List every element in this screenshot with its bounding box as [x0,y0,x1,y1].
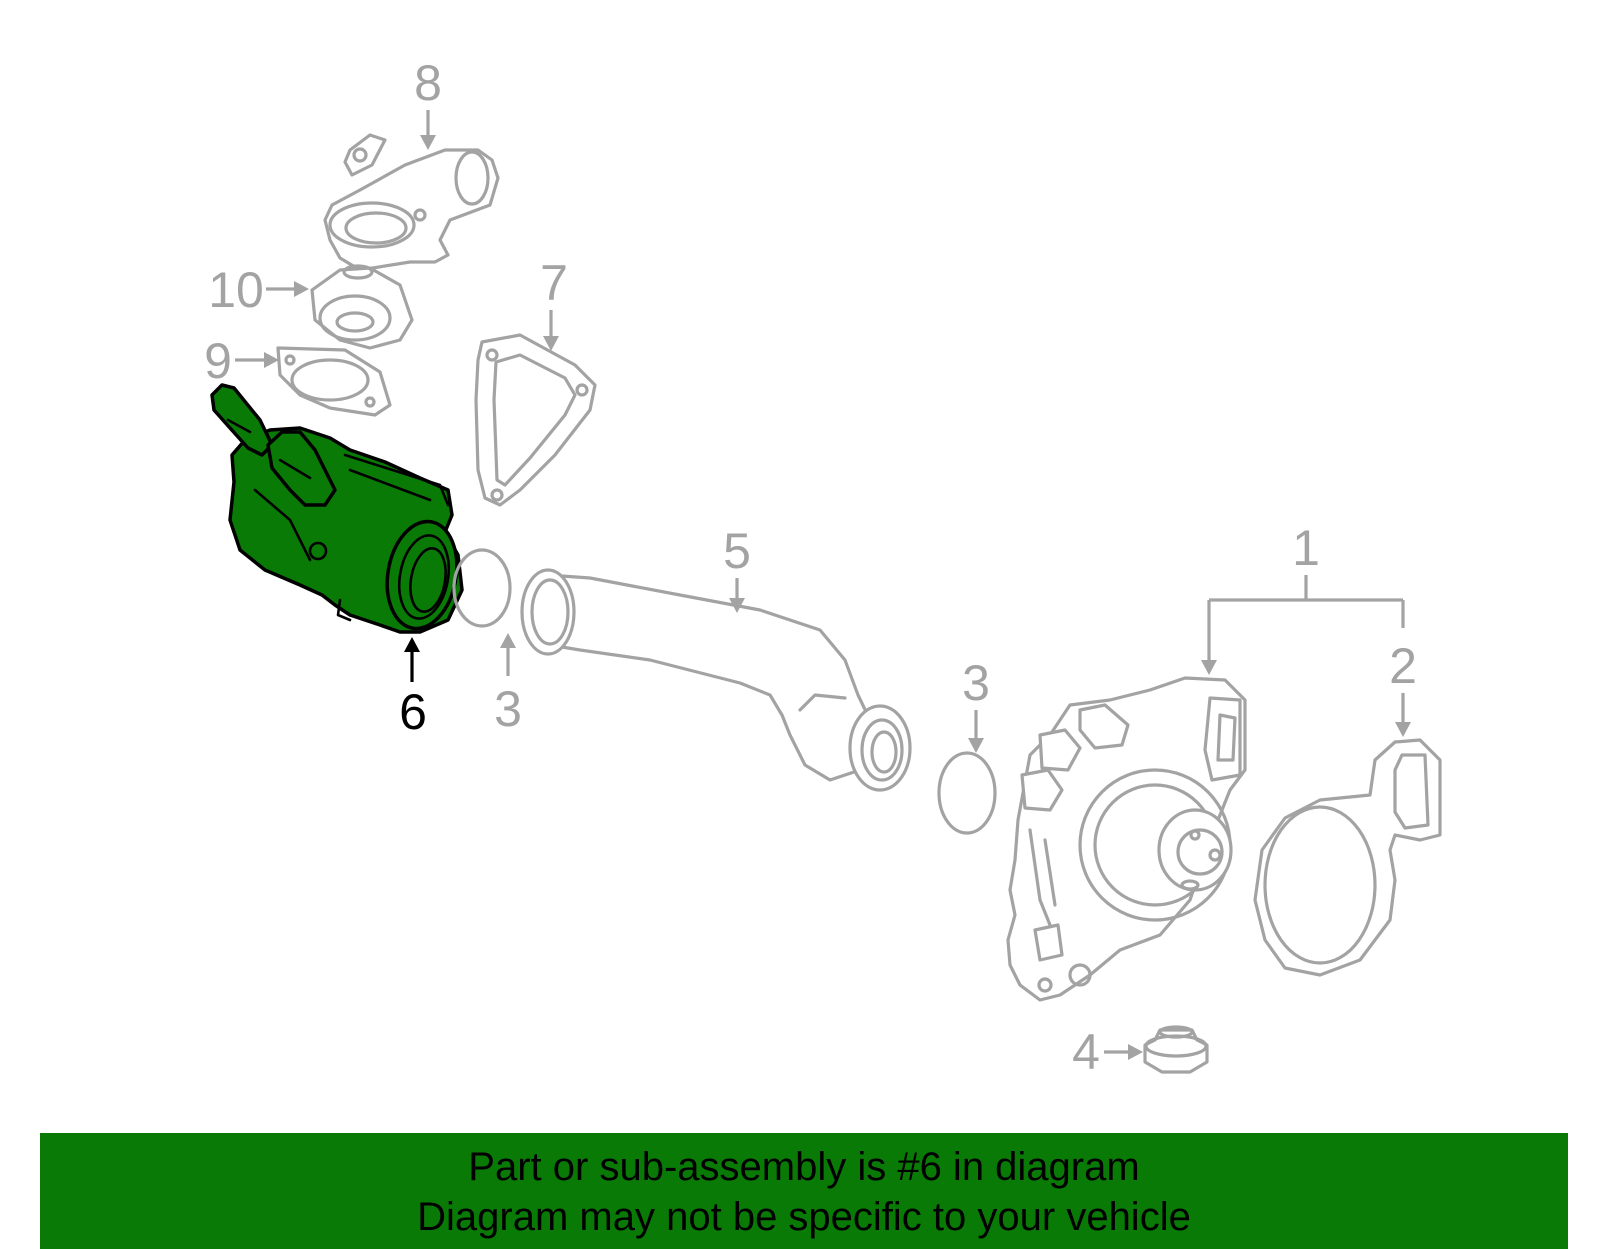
part-3-o-ring-left [452,548,512,628]
callout-3-right: 3 [962,655,990,753]
callout-4-label: 4 [1072,1024,1100,1080]
part-2-gasket [1253,738,1442,977]
callout-3-right-label: 3 [962,655,990,711]
callout-2: 2 [1389,638,1417,737]
callout-4: 4 [1072,1024,1143,1080]
callout-3-left: 3 [494,633,522,737]
part-5-coolant-pipe [520,568,912,792]
callout-5-label: 5 [723,523,751,579]
callout-1-label: 1 [1292,520,1320,576]
part-4-plug [1143,1025,1209,1074]
callout-6: 6 [399,637,427,740]
part-8-outlet-housing [323,133,500,272]
callout-9-label: 9 [204,333,232,389]
callout-7: 7 [540,255,568,351]
banner-line-1: Part or sub-assembly is #6 in diagram [468,1145,1140,1189]
part-7-seal [474,333,597,507]
callout-8: 8 [414,55,442,150]
info-banner: Part or sub-assembly is #6 in diagram Di… [40,1133,1568,1249]
callout-3-left-label: 3 [494,681,522,737]
callout-7-label: 7 [540,255,568,311]
callout-1: 1 [1201,520,1405,675]
part-10-thermostat [310,264,414,350]
callout-2-label: 2 [1389,638,1417,694]
callout-8-label: 8 [414,55,442,111]
part-1-water-pump [1006,676,1247,1002]
callout-10: 10 [208,262,309,318]
parts-diagram: 8 10 9 7 6 3 5 3 1 [204,55,1442,1080]
callout-6-label: 6 [399,684,427,740]
callout-10-label: 10 [208,262,264,318]
callout-9: 9 [204,333,279,389]
part-9-gasket [276,346,392,417]
part-6-water-outlet-highlighted [210,383,464,634]
banner-line-2: Diagram may not be specific to your vehi… [417,1195,1191,1239]
part-3-o-ring-right [937,751,997,835]
callout-5: 5 [723,523,751,613]
